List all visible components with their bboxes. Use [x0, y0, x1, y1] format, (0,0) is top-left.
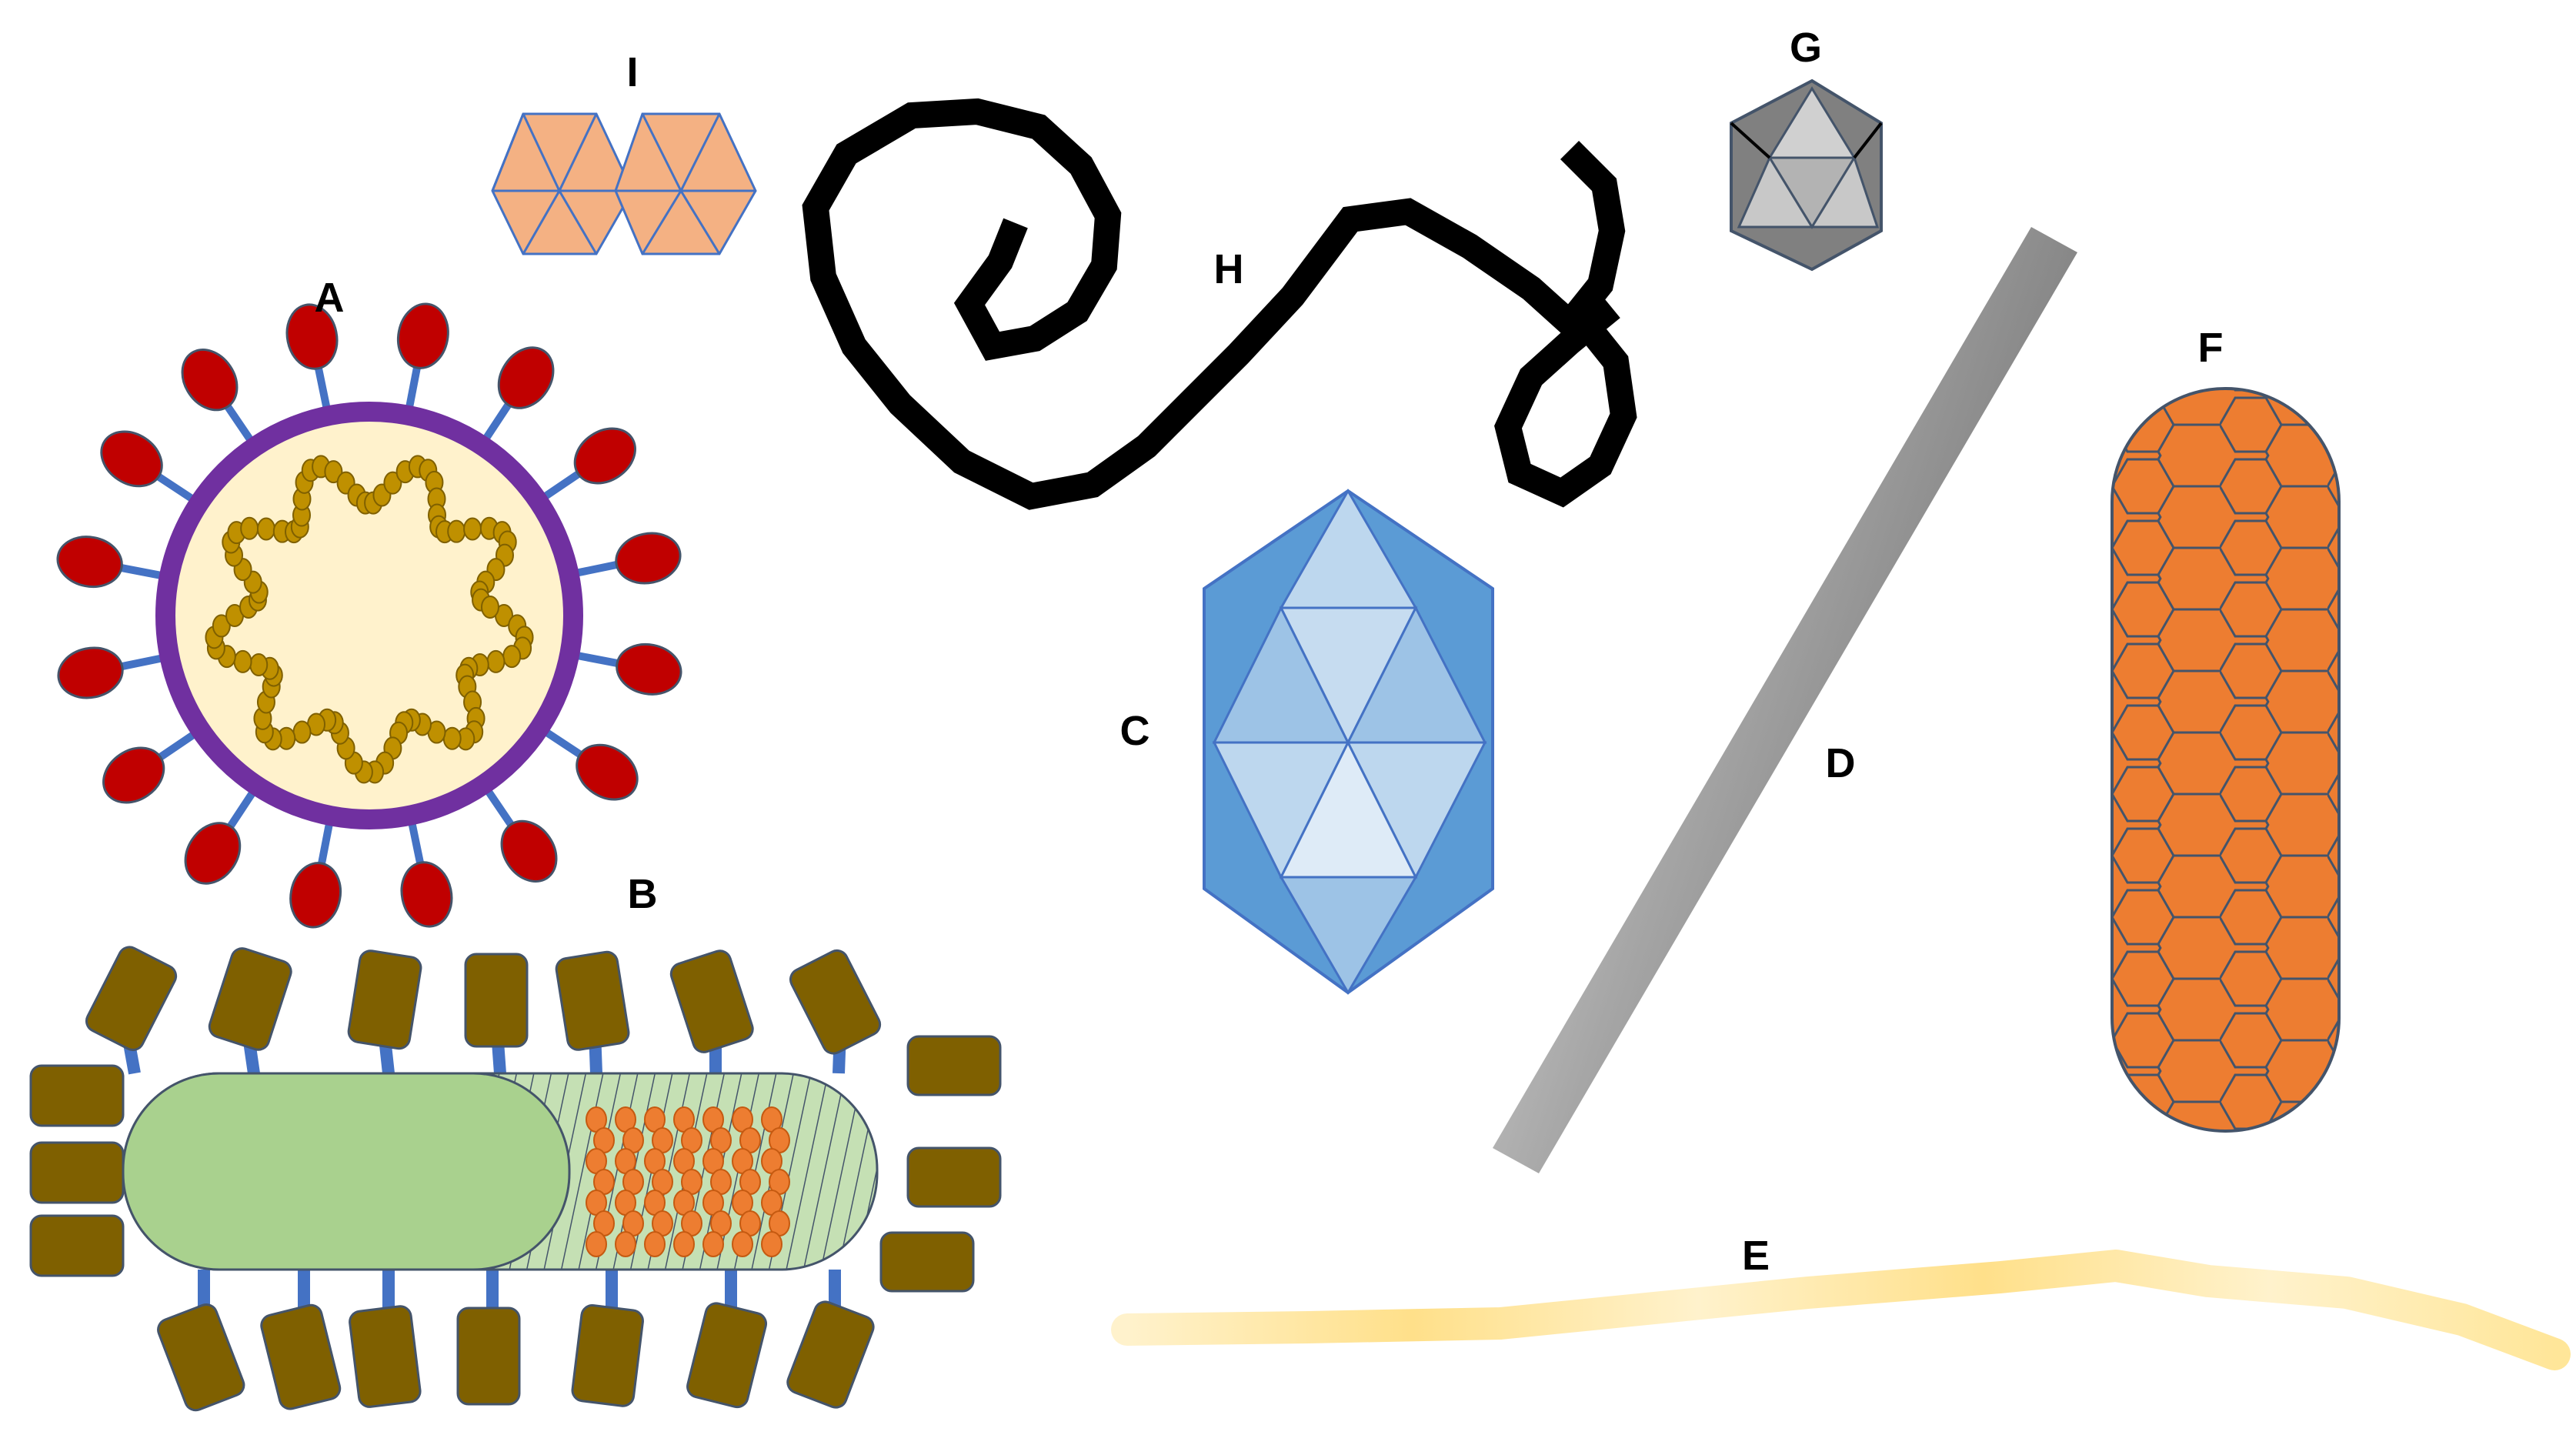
g-face: [1737, 155, 1814, 229]
a-spike-head: [573, 427, 636, 485]
a-genome-bead: [383, 471, 402, 495]
label-b: B: [628, 871, 658, 917]
a-spike-head: [289, 862, 342, 929]
b-peplomer-knob: [686, 1302, 768, 1409]
b-genome-bead: [673, 1231, 695, 1257]
b-peplomer-knob: [906, 1035, 1002, 1096]
b-peplomer-knob: [349, 1305, 422, 1408]
a-spike-head: [100, 430, 163, 488]
b-peplomer-knob: [29, 1214, 125, 1277]
b-genome-bead: [615, 1231, 636, 1257]
b-peplomer-knob: [347, 949, 422, 1050]
h-chain: [802, 98, 1626, 510]
b-peplomer-knob: [456, 1307, 521, 1406]
a-genome-bead: [212, 614, 231, 638]
b-peplomer-knob: [789, 949, 882, 1055]
a-spike-head: [285, 303, 339, 370]
virus-c-prolate-icosahedron: [1203, 488, 1494, 995]
b-genome-bead: [644, 1231, 666, 1257]
b-peplomer-knob: [29, 1064, 125, 1127]
a-spike-head: [400, 861, 453, 928]
virus-f-hexagonal-capsule: [2111, 387, 2341, 1133]
b-peplomer-knob: [669, 949, 754, 1053]
a-genome-bead: [502, 645, 522, 669]
i-capsid-edges: [491, 113, 756, 255]
a-spike-head: [616, 642, 682, 696]
b-peplomer-knob: [555, 950, 630, 1051]
a-spike-head: [56, 536, 123, 589]
a-spike-head: [497, 346, 555, 409]
a-spike-head: [57, 646, 124, 699]
b-peplomer-knob: [786, 1300, 875, 1409]
virus-h-flexible-chain: [802, 98, 1637, 510]
label-a: A: [315, 275, 345, 321]
virus-b-enveloped-rod: [29, 946, 1002, 1412]
virus-e-flexible-filament: [1111, 1250, 2571, 1370]
b-genome-bead: [761, 1231, 782, 1257]
b-peplomer-knob: [906, 1146, 1002, 1208]
h-chain-loop: [1494, 297, 1637, 508]
c-face: [1279, 876, 1418, 995]
b-peplomer-knob: [260, 1303, 342, 1410]
a-genome-bead: [442, 726, 462, 750]
a-spike-head: [615, 532, 682, 585]
a-spike-head: [102, 746, 165, 804]
b-peplomer-knob: [208, 947, 292, 1051]
a-genome-bead: [233, 649, 252, 673]
a-genome-bead: [463, 517, 482, 541]
c-face: [1346, 741, 1487, 880]
a-genome-bead: [240, 516, 259, 540]
b-peplomer-knob: [85, 946, 178, 1052]
b-peplomer-knob: [879, 1231, 975, 1293]
label-h: H: [1214, 246, 1244, 292]
label-f: F: [2198, 325, 2224, 371]
a-genome-bead: [447, 519, 466, 543]
b-genome-bead: [586, 1231, 607, 1257]
e-filament: [1111, 1250, 2571, 1370]
b-genome-bead: [732, 1231, 753, 1257]
a-spike-head: [184, 822, 242, 885]
label-e: E: [1742, 1233, 1770, 1279]
a-genome-bead: [256, 517, 275, 541]
b-genome-bead: [702, 1231, 724, 1257]
label-i: I: [626, 49, 638, 95]
virus-d-rigid-rod: [1493, 227, 2077, 1173]
f-capsule: [2111, 387, 2341, 1133]
g-face: [1810, 155, 1880, 229]
g-edge: [1730, 122, 1771, 159]
b-peplomer-knob: [464, 953, 529, 1048]
a-spike-head: [181, 349, 239, 412]
a-spike-head: [396, 302, 449, 369]
a-genome-bead: [486, 649, 506, 673]
a-spike-head: [500, 819, 558, 883]
b-peplomer-knob: [571, 1304, 644, 1407]
a-spike-head: [576, 743, 639, 801]
virus-i-twin-icosahedra: [491, 112, 757, 255]
virus-g-icosahedron: [1730, 78, 1883, 272]
a-genome-bead: [249, 653, 269, 677]
b-peplomer-knob: [157, 1303, 245, 1412]
label-c: C: [1120, 708, 1150, 754]
g-edge: [1853, 122, 1883, 159]
label-g: G: [1790, 25, 1822, 71]
a-genome-bead: [480, 596, 499, 619]
b-peplomer-knob: [29, 1141, 125, 1204]
a-genome-bead: [292, 720, 312, 744]
label-d: D: [1826, 740, 1856, 786]
d-rod: [1493, 227, 2077, 1173]
b-body-solid: [122, 1072, 571, 1271]
virus-a-enveloped: [56, 302, 682, 929]
a-genome-bead: [324, 460, 343, 484]
